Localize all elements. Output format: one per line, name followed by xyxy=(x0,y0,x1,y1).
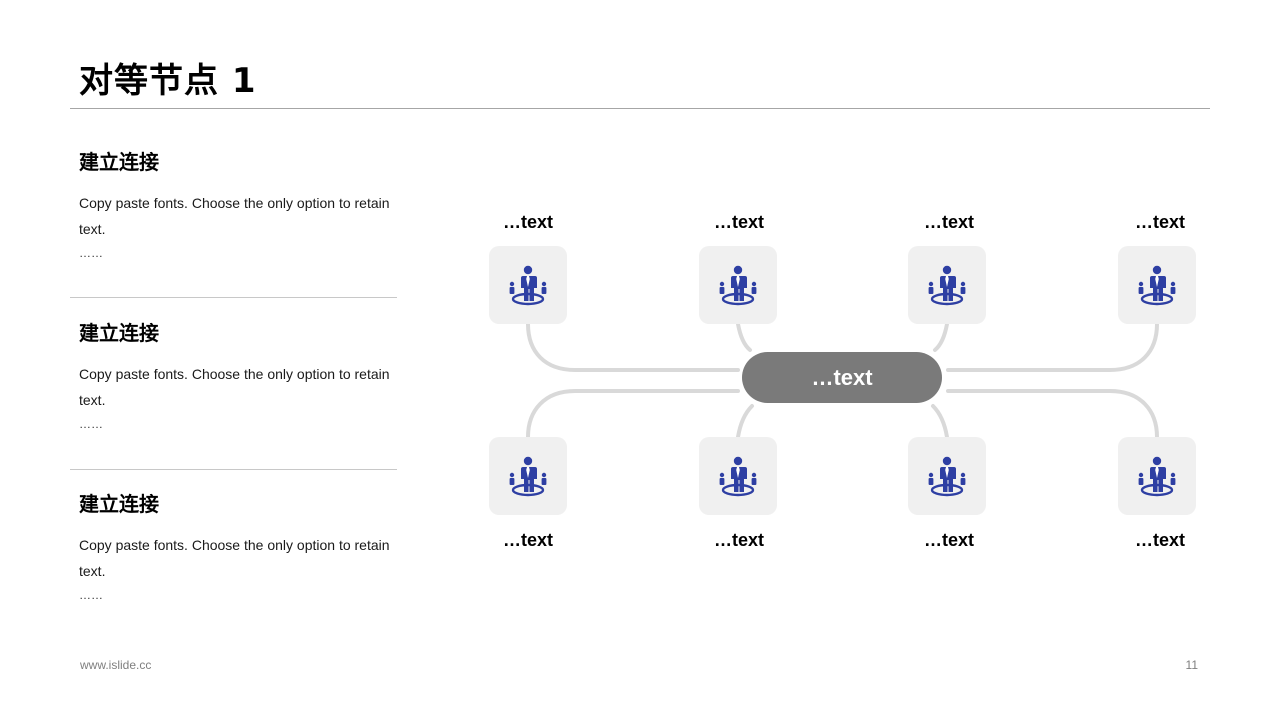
block-ellipsis: …… xyxy=(79,246,103,260)
title-divider xyxy=(70,108,1210,109)
people-network-icon xyxy=(1135,454,1179,498)
footer-url: www.islide.cc xyxy=(80,658,152,672)
page-number: 11 xyxy=(1185,658,1198,672)
bottom-node-3 xyxy=(908,437,986,515)
connector-line xyxy=(931,404,949,439)
block-divider xyxy=(70,469,397,470)
bottom-node-label-3: …text xyxy=(923,530,974,550)
bottom-node-4 xyxy=(1118,437,1196,515)
block-heading: 建立连接 xyxy=(79,150,159,174)
text-block-3: 建立连接 Copy paste fonts. Choose the only o… xyxy=(79,490,399,604)
people-network-icon xyxy=(506,263,550,307)
people-network-icon xyxy=(925,263,969,307)
bottom-node-label-4: …text xyxy=(1134,530,1185,550)
top-node-label-1: …text xyxy=(502,212,553,232)
top-node-4 xyxy=(1118,246,1196,324)
people-network-icon xyxy=(716,454,760,498)
bottom-node-2 xyxy=(699,437,777,515)
top-node-label-4: …text xyxy=(1134,212,1185,232)
text-block-1: 建立连接 Copy paste fonts. Choose the only o… xyxy=(79,148,399,262)
top-node-3 xyxy=(908,246,986,324)
connector-line xyxy=(946,322,1159,372)
block-body: Copy paste fonts. Choose the only option… xyxy=(79,366,390,408)
top-node-label-2: …text xyxy=(713,212,764,232)
block-body: Copy paste fonts. Choose the only option… xyxy=(79,195,390,237)
people-network-icon xyxy=(1135,263,1179,307)
hub-label: …text xyxy=(811,364,873,390)
people-network-icon xyxy=(925,454,969,498)
connector-line xyxy=(736,322,752,352)
connector-line xyxy=(736,404,754,439)
bottom-node-1 xyxy=(489,437,567,515)
block-body: Copy paste fonts. Choose the only option… xyxy=(79,537,390,579)
top-node-1 xyxy=(489,246,567,324)
people-network-icon xyxy=(716,263,760,307)
connector-line xyxy=(933,322,949,352)
top-node-2 xyxy=(699,246,777,324)
bottom-node-label-1: …text xyxy=(502,530,553,550)
block-ellipsis: …… xyxy=(79,417,103,431)
slide-title: 对等节点 1 xyxy=(79,61,257,101)
people-network-icon xyxy=(506,454,550,498)
block-heading: 建立连接 xyxy=(79,492,159,516)
connector-line xyxy=(526,322,740,372)
block-heading: 建立连接 xyxy=(79,321,159,345)
top-node-label-3: …text xyxy=(923,212,974,232)
text-block-2: 建立连接 Copy paste fonts. Choose the only o… xyxy=(79,319,399,433)
block-ellipsis: …… xyxy=(79,588,103,602)
connector-line xyxy=(526,389,740,439)
block-divider xyxy=(70,297,397,298)
connector-line xyxy=(946,389,1159,439)
bottom-node-label-2: …text xyxy=(713,530,764,550)
hub-node: …text xyxy=(742,352,942,403)
